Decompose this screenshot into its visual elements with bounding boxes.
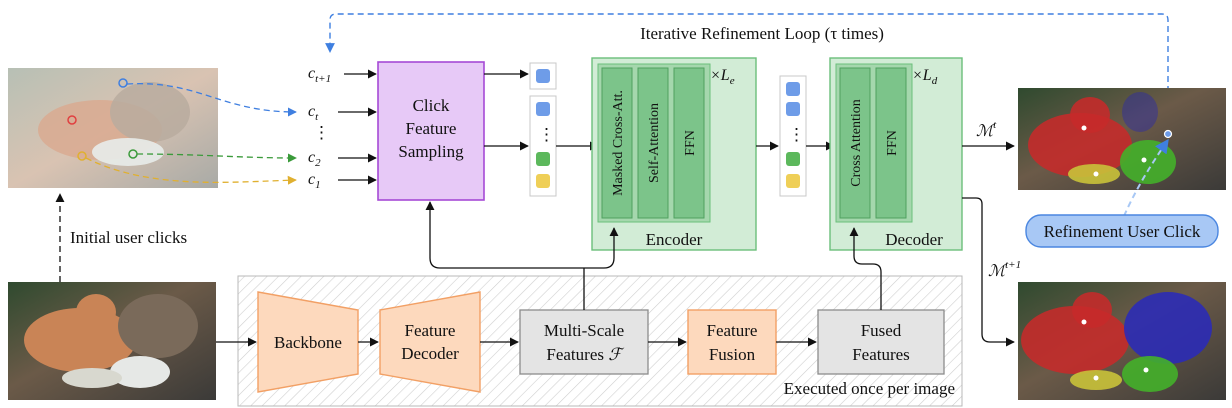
decoder-block: Cross Attention FFN ×Ld Decoder <box>829 57 963 251</box>
arrow-to-encoder-bottom <box>584 227 619 269</box>
click-arrow-green <box>136 153 297 163</box>
encoded-token-stack: ⋮ <box>779 75 807 197</box>
svg-text:Multi-Scale: Multi-Scale <box>544 321 624 340</box>
multiscale-features-block: Multi-Scale Features ℱ <box>519 309 649 375</box>
svg-text:⋮: ⋮ <box>538 125 555 144</box>
svg-text:Click: Click <box>413 96 450 115</box>
output-image-mask-t <box>1018 88 1226 190</box>
click-label-c2: c2 <box>308 149 321 169</box>
svg-text:Decoder: Decoder <box>401 344 459 363</box>
output-image-mask-t1 <box>1018 282 1226 400</box>
click-label-ct1: ct+1 <box>308 65 331 85</box>
click-arrow-blue <box>126 83 297 117</box>
click-dot-red <box>67 115 77 125</box>
fused-features-block: Fused Features <box>817 309 945 375</box>
click-feature-sampling-block: Click Feature Sampling <box>377 61 485 201</box>
loop-label: Iterative Refinement Loop (τ times) <box>640 24 884 43</box>
click-dot-yellow <box>77 151 87 161</box>
arrow-fused-to-decoder <box>849 227 882 310</box>
encoder-self-att-label: Self-Attention <box>647 103 662 183</box>
svg-text:Backbone: Backbone <box>274 333 342 352</box>
svg-text:Fusion: Fusion <box>709 345 756 364</box>
arrow-to-click-sampling <box>425 201 584 269</box>
svg-text:Feature: Feature <box>707 321 758 340</box>
svg-text:⋮: ⋮ <box>788 125 805 144</box>
initial-image <box>8 68 218 188</box>
input-image <box>8 282 216 400</box>
decoder-ffn-label: FFN <box>885 130 900 156</box>
feature-decoder-block: Feature Decoder <box>379 291 481 393</box>
click-dot-blue <box>118 78 128 88</box>
click-token-stack: ⋮ <box>529 95 557 197</box>
decoder-repeat: ×Ld <box>912 67 938 87</box>
svg-text:Feature: Feature <box>406 119 457 138</box>
decoder-cross-att-label: Cross Attention <box>849 99 864 187</box>
refinement-loop-path <box>325 13 1169 122</box>
refinement-user-click-badge: Refinement User Click <box>1025 214 1219 248</box>
encoder-masked-label: Masked Cross-Att. <box>611 90 626 196</box>
feature-fusion-block: Feature Fusion <box>687 309 777 375</box>
encoder-label: Encoder <box>646 230 703 249</box>
svg-text:Features: Features <box>852 345 910 364</box>
encoder-repeat: ×Le <box>710 67 735 87</box>
svg-text:Sampling: Sampling <box>398 142 464 161</box>
refinement-click-arrow <box>1123 138 1169 217</box>
click-label-ct: ct <box>308 103 319 123</box>
encoder-block: Masked Cross-Att. Self-Attention FFN ×Le… <box>591 57 757 251</box>
mask-t1-label: ℳt+1 <box>988 259 1021 280</box>
svg-text:Feature: Feature <box>405 321 456 340</box>
once-per-image-label: Executed once per image <box>784 379 955 398</box>
svg-text:Features ℱ: Features ℱ <box>546 345 625 364</box>
backbone-block: Backbone <box>257 291 359 393</box>
arrow-to-mask-t1 <box>962 197 1015 347</box>
initial-clicks-label: Initial user clicks <box>70 228 187 247</box>
encoder-ffn-label: FFN <box>683 130 698 156</box>
new-click-token <box>529 62 557 90</box>
mask-t-label: ℳt <box>976 119 997 140</box>
decoder-label: Decoder <box>885 230 943 249</box>
click-label-dots: ⋮ <box>313 123 330 142</box>
svg-text:Refinement User Click: Refinement User Click <box>1044 222 1201 241</box>
click-label-c1: c1 <box>308 171 321 191</box>
svg-text:Fused: Fused <box>861 321 902 340</box>
